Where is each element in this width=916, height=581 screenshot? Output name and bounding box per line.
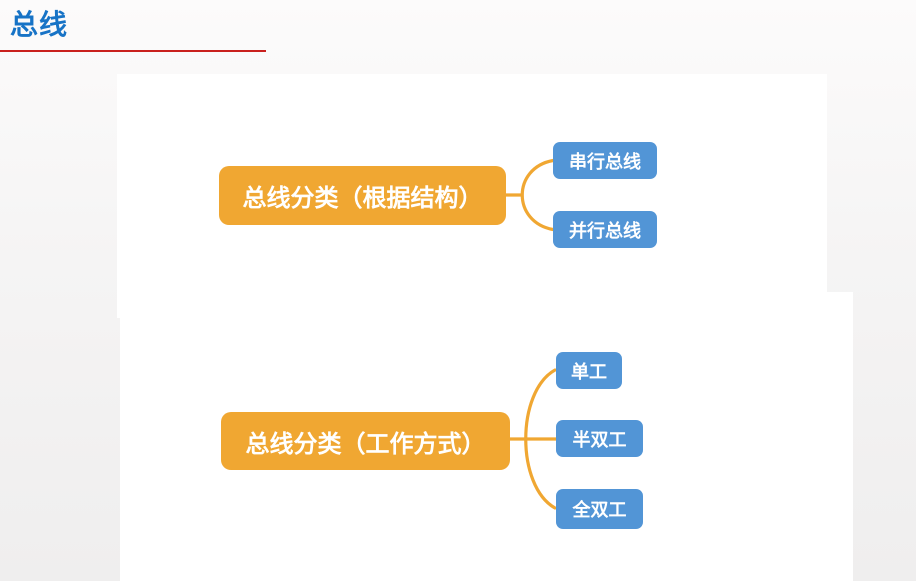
node-parallel-bus: 并行总线 [553,211,657,248]
node-full-duplex: 全双工 [556,489,643,529]
branch-connector-workmode [507,368,559,510]
node-half-duplex: 半双工 [556,420,643,457]
node-serial-bus: 串行总线 [553,142,657,179]
page-title: 总线 [10,9,69,40]
node-bus-classification-by-workmode: 总线分类（工作方式） [221,412,510,470]
branch-connector-structure [503,158,555,232]
node-bus-classification-by-structure: 总线分类（根据结构） [219,166,506,225]
node-simplex: 单工 [556,352,622,389]
title-underline [0,50,266,52]
